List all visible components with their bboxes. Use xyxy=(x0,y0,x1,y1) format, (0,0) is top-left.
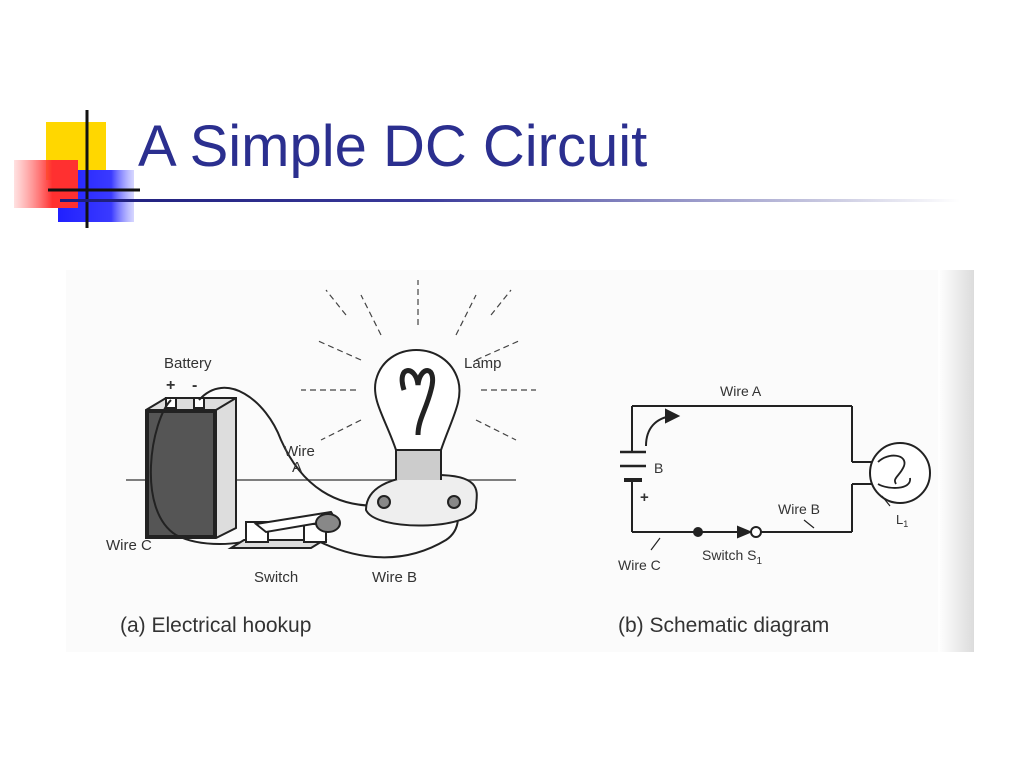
schematic-wire-a-label: Wire A xyxy=(720,383,762,399)
schematic-lamp-label: L1 xyxy=(896,512,908,529)
schematic-switch-label-text: Switch S xyxy=(702,547,756,563)
slide-logo xyxy=(14,110,140,228)
schematic-wire-c-label: Wire C xyxy=(618,557,661,573)
schematic-battery-plus: + xyxy=(640,489,649,506)
slide-title: A Simple DC Circuit xyxy=(138,114,648,179)
circuit-figure: Battery + - Lamp Wire A Wire C Switch Wi… xyxy=(66,270,974,652)
schematic-switch-contact xyxy=(750,526,762,538)
lamp-base-drawing xyxy=(364,449,478,527)
wire-a-drawing xyxy=(198,386,387,507)
lamp-label: Lamp xyxy=(464,355,502,372)
schematic-caption: (b) Schematic diagram xyxy=(618,614,829,637)
wire-c-label: Wire C xyxy=(106,537,152,554)
lamp-rays xyxy=(301,280,536,441)
scan-right-edge xyxy=(938,270,974,652)
switch-label: Switch xyxy=(254,569,298,586)
wire-c-drawing xyxy=(149,399,257,545)
wire-a-label-line1: Wire xyxy=(284,443,315,460)
wire-b-label: Wire B xyxy=(372,569,417,586)
battery-plus-label: + xyxy=(166,377,175,394)
schematic-wire-b-label: Wire B xyxy=(778,501,820,517)
battery-minus-label: - xyxy=(192,377,197,394)
schematic-lamp-subscript: 1 xyxy=(903,519,908,529)
schematic-battery-label: B xyxy=(654,460,663,476)
title-underline xyxy=(60,199,960,202)
schematic-switch-subscript: 1 xyxy=(756,556,762,567)
switch-drawing xyxy=(227,510,341,549)
electrical-hookup xyxy=(126,280,536,559)
battery-drawing xyxy=(145,397,237,539)
schematic-switch-label: Switch S1 xyxy=(702,547,762,567)
battery-label: Battery xyxy=(164,355,212,372)
lamp-bulb-drawing xyxy=(374,349,461,451)
schematic-diagram xyxy=(620,405,931,551)
hookup-caption: (a) Electrical hookup xyxy=(120,614,311,637)
schematic-lamp-label-text: L xyxy=(896,512,903,527)
wire-a-label-line2: A xyxy=(292,459,302,476)
